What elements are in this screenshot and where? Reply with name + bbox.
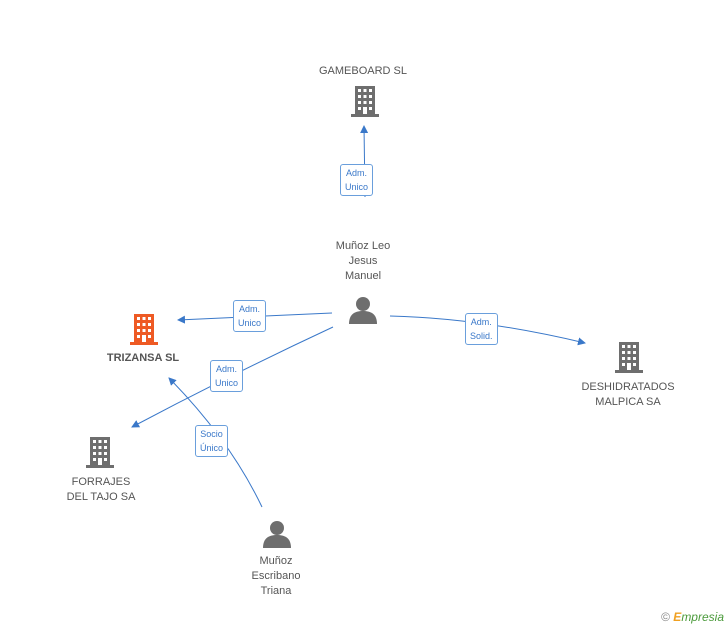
node-label-munoz-leo[interactable]: Muñoz Leo Jesus Manuel bbox=[335, 240, 391, 282]
node-label-gameboard[interactable]: GAMEBOARD SL bbox=[318, 65, 408, 77]
node-label-munoz-escribano[interactable]: Muñoz Escribano Triana bbox=[251, 555, 301, 597]
node-label-forrajes[interactable]: FORRAJES DEL TAJO SA bbox=[66, 476, 136, 503]
building-icon[interactable] bbox=[351, 86, 379, 117]
edge-label-e2: Adm. Unico bbox=[233, 300, 267, 332]
building-icon[interactable] bbox=[130, 314, 158, 345]
watermark: © Empresia bbox=[661, 610, 724, 624]
edge-label-e1: Adm. Unico bbox=[340, 164, 374, 196]
node-label-deshidratados[interactable]: DESHIDRATADOS MALPICA SA bbox=[581, 381, 675, 408]
node-label-trizansa[interactable]: TRIZANSA SL bbox=[106, 352, 180, 364]
brand-logo: Empresia bbox=[673, 610, 724, 624]
person-icon[interactable] bbox=[349, 297, 377, 324]
edge-label-e4: Adm. Unico bbox=[210, 360, 244, 392]
person-icon[interactable] bbox=[263, 521, 291, 548]
edge-label-e5: Socio Único bbox=[195, 425, 229, 457]
building-icon[interactable] bbox=[86, 437, 114, 468]
copyright-symbol: © bbox=[661, 610, 670, 624]
edge-label-e3: Adm. Solid. bbox=[465, 313, 498, 345]
building-icon[interactable] bbox=[615, 342, 643, 373]
